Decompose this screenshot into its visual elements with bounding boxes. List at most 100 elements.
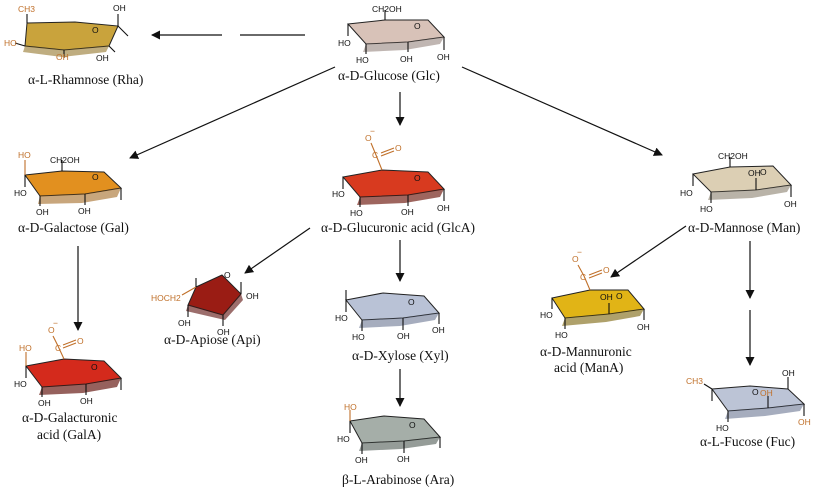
galacturonic-ring-shade bbox=[39, 378, 121, 395]
glucuronic-ring-o: O bbox=[414, 173, 421, 183]
glucuronic-structure: O − C O O HO HO OH OH α-D-Glucuronic aci… bbox=[321, 126, 475, 235]
mannose-ring-shade bbox=[708, 185, 791, 200]
glucuronic-oh-1: OH bbox=[401, 207, 414, 217]
galacturonic-carboxyl-c: C bbox=[55, 343, 61, 353]
glucuronic-carboxyl-c: C bbox=[372, 150, 378, 160]
rhamnose-ch3: CH3 bbox=[18, 4, 35, 14]
arrow-glucose-to-mannose bbox=[461, 66, 663, 156]
arabinose-oh-1: OH bbox=[355, 455, 368, 465]
rhamnose-ring-shade bbox=[23, 46, 109, 57]
rhamnose-ho: HO bbox=[4, 38, 17, 48]
rhamnose-oh-1: OH bbox=[113, 3, 126, 13]
glucose-oh-1: OH bbox=[400, 54, 413, 64]
mannuronic-o-minus: O bbox=[572, 254, 579, 264]
mannuronic-ring-o: O bbox=[616, 291, 623, 301]
galactose-ch2oh: CH2OH bbox=[50, 155, 80, 165]
galactose-oh-2: OH bbox=[78, 206, 91, 216]
mannuronic-bond bbox=[577, 264, 585, 277]
glucuronic-bond bbox=[370, 142, 377, 156]
xylose-label: α-D-Xylose (Xyl) bbox=[352, 348, 449, 363]
galactose-ring-o: O bbox=[92, 172, 99, 182]
rhamnose-structure: CH3 O OH HO OH OH α-L-Rhamnose (Rha) bbox=[4, 3, 143, 87]
apiose-oh-1: OH bbox=[178, 318, 191, 328]
galacturonic-minus-sign: − bbox=[53, 318, 58, 328]
xylose-structure: O HO HO OH OH α-D-Xylose (Xyl) bbox=[335, 290, 449, 363]
rhamnose-ring bbox=[24, 21, 119, 51]
mannose-ring-o: O bbox=[760, 167, 767, 177]
apiose-structure: O HOCH2 OH OH OH α-D-Apiose (Api) bbox=[151, 270, 261, 347]
galactose-oh-1: OH bbox=[36, 207, 49, 217]
rhamnose-oh-3: OH bbox=[96, 53, 109, 63]
fucose-bond bbox=[703, 383, 713, 390]
mannuronic-carbonyl-o: O bbox=[603, 265, 610, 275]
mannuronic-minus-sign: − bbox=[577, 247, 582, 257]
glucuronic-oh-2: OH bbox=[437, 203, 450, 213]
galacturonic-bond bbox=[52, 335, 59, 347]
fucose-label: α-L-Fucose (Fuc) bbox=[700, 434, 795, 449]
glucuronic-ho-1: HO bbox=[332, 189, 345, 199]
arabinose-structure: HO O HO OH OH β-L-Arabinose (Ara) bbox=[337, 402, 454, 487]
xylose-ring-shade bbox=[359, 313, 439, 328]
galacturonic-bond bbox=[62, 339, 77, 346]
arabinose-ho-2: HO bbox=[337, 434, 350, 444]
fucose-ring-shade bbox=[725, 404, 804, 419]
fucose-structure: CH3 O OH HO OH OH α-L-Fucose (Fuc) bbox=[686, 368, 811, 449]
mannuronic-ho-1: HO bbox=[540, 310, 553, 320]
mannose-ho-2: HO bbox=[700, 204, 713, 214]
galacturonic-bond bbox=[62, 342, 77, 349]
pathway-arrows bbox=[73, 30, 755, 407]
mannuronic-carboxyl-c: C bbox=[580, 272, 586, 282]
glucose-label: α-D-Glucose (Glc) bbox=[338, 68, 440, 83]
apiose-oh-3: OH bbox=[246, 291, 259, 301]
mannuronic-ring-shade bbox=[562, 309, 644, 326]
mannuronic-oh-2: OH bbox=[637, 322, 650, 332]
mannose-ho-1: HO bbox=[680, 188, 693, 198]
fucose-oh-3: OH bbox=[798, 417, 811, 427]
mannuronic-bond bbox=[583, 275, 591, 291]
arabinose-label: β-L-Arabinose (Ara) bbox=[342, 472, 454, 487]
rhamnose-bond bbox=[117, 25, 129, 37]
galacturonic-oh-1: OH bbox=[38, 398, 51, 408]
mannuronic-ho-2: HO bbox=[555, 330, 568, 340]
glucuronic-bond bbox=[380, 150, 395, 157]
galacturonic-bond bbox=[57, 345, 65, 360]
arabinose-ring-shade bbox=[359, 437, 440, 451]
rhamnose-label: α-L-Rhamnose (Rha) bbox=[28, 72, 143, 87]
arrow-glucose-to-galactose bbox=[129, 66, 336, 159]
glucuronic-ho-2: HO bbox=[350, 208, 363, 218]
fucose-ho: HO bbox=[716, 423, 729, 433]
galacturonic-ho-2: HO bbox=[14, 379, 27, 389]
galacturonic-carbonyl-o: O bbox=[77, 336, 84, 346]
mannuronic-label-line2: acid (ManA) bbox=[554, 360, 623, 375]
galacturonic-label-line2: acid (GalA) bbox=[37, 427, 101, 442]
glucose-ring-shade bbox=[363, 37, 444, 52]
glucose-structure: CH2OH O HO HO OH OH α-D-Glucose (Glc) bbox=[338, 4, 450, 83]
galacturonic-oh-2: OH bbox=[80, 396, 93, 406]
mannose-oh-1: OH bbox=[748, 168, 761, 178]
rhamnose-bond bbox=[108, 45, 116, 53]
galacturonic-o-minus: O bbox=[48, 325, 55, 335]
glucuronic-bond bbox=[380, 147, 395, 154]
arabinose-oh-2: OH bbox=[397, 454, 410, 464]
galactose-structure: HO CH2OH O HO OH OH α-D-Galactose (Gal) bbox=[14, 150, 129, 235]
arrow-mannose-to-mannuronic bbox=[610, 225, 687, 278]
mannose-structure: CH2OH O HO HO OH OH α-D-Mannose (Man) bbox=[680, 151, 800, 235]
galacturonic-label-line1: α-D-Galacturonic bbox=[22, 410, 118, 425]
apiose-label: α-D-Apiose (Api) bbox=[164, 332, 261, 347]
arrow-glucuronic-to-apiose bbox=[244, 227, 311, 274]
apiose-hoch2: HOCH2 bbox=[151, 293, 181, 303]
glucose-ring-o: O bbox=[414, 21, 421, 31]
xylose-ring-o: O bbox=[408, 297, 415, 307]
mannuronic-structure: O − C O O HO HO OH OH α-D-Mannuronic aci… bbox=[540, 247, 650, 375]
galacturonic-structure: HO O − C O O HO OH OH α-D-Galacturonic a… bbox=[14, 318, 123, 442]
galacturonic-ring-o: O bbox=[91, 362, 98, 372]
galactose-label: α-D-Galactose (Gal) bbox=[18, 220, 129, 235]
arabinose-ho: HO bbox=[344, 402, 357, 412]
fucose-ch3: CH3 bbox=[686, 376, 703, 386]
apiose-oh-2: OH bbox=[217, 327, 230, 337]
galacturonic-ho: HO bbox=[19, 343, 32, 353]
glucose-ho-1: HO bbox=[338, 38, 351, 48]
mannuronic-oh-1: OH bbox=[600, 292, 613, 302]
glucuronic-minus-sign: − bbox=[370, 126, 375, 136]
